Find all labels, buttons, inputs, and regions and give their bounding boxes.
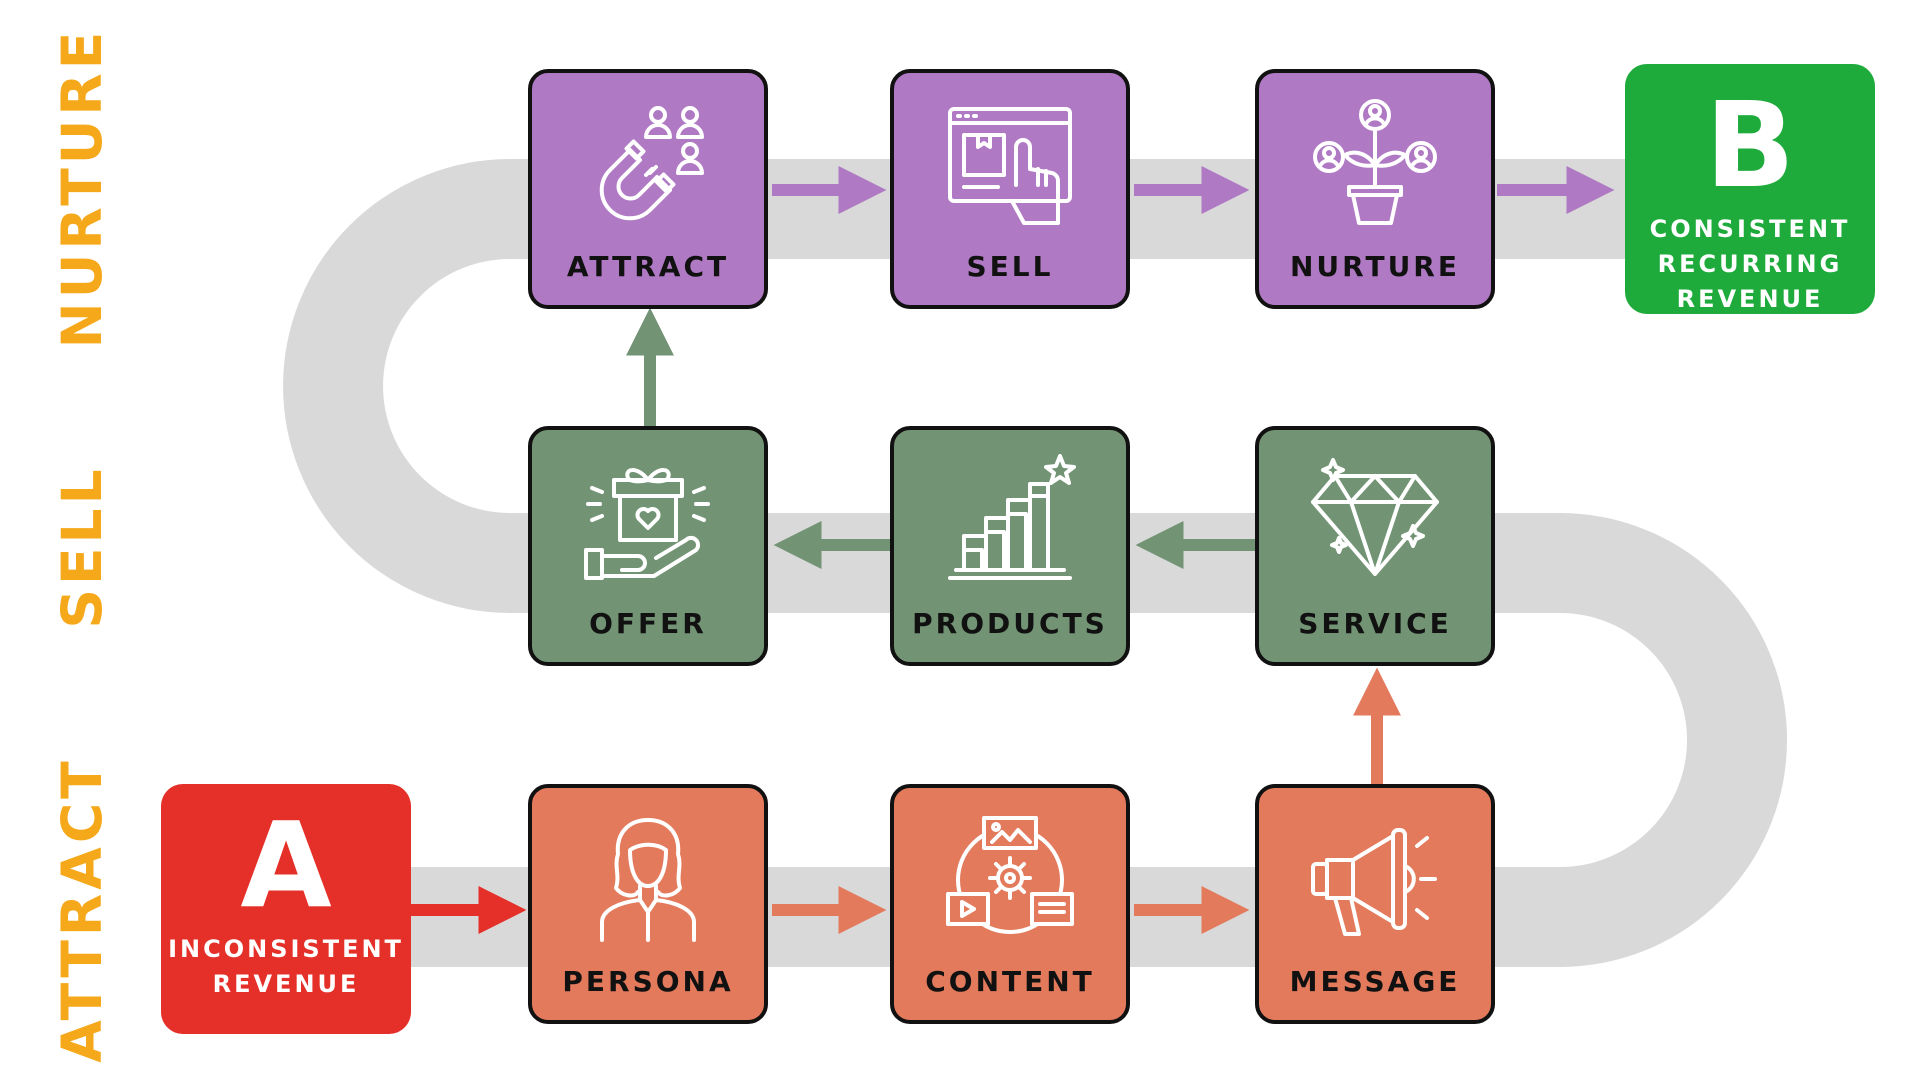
step-label: PRODUCTS [912,607,1108,640]
step-sell: SELL [890,69,1130,309]
magnet-people-icon [599,106,704,221]
step-label: SELL [966,250,1054,283]
step-offer: OFFER [528,426,768,666]
end-line-1: CONSISTENT [1649,215,1851,243]
side-label-sell: SELL [50,465,114,629]
step-persona: PERSONA [528,784,768,1024]
end-letter: B [1705,76,1795,214]
gift-hand-icon [584,468,710,580]
step-products: PRODUCTS [890,426,1130,666]
persona-icon [600,818,696,942]
step-content: CONTENT [890,784,1130,1024]
step-label: SERVICE [1298,607,1452,640]
start-box-a: A INCONSISTENT REVENUE [161,784,411,1034]
diamond-icon [1311,458,1439,576]
side-label-attract: ATTRACT [50,757,114,1063]
step-label: OFFER [589,607,707,640]
growth-steps-icon [948,454,1076,580]
step-label: PERSONA [562,965,734,998]
plant-people-icon [1313,99,1437,225]
end-box-b: B CONSISTENT RECURRING REVENUE [1625,64,1875,314]
end-line-2: RECURRING [1657,250,1843,278]
step-message: MESSAGE [1255,784,1495,1024]
step-label: MESSAGE [1289,965,1461,998]
step-label: NURTURE [1290,250,1460,283]
start-line-2: REVENUE [212,970,360,998]
side-label-nurture: NURTURE [50,27,114,349]
step-nurture: NURTURE [1255,69,1495,309]
megaphone-icon [1311,828,1437,936]
start-letter: A [240,796,332,934]
online-shop-icon [948,107,1072,225]
step-label: ATTRACT [566,250,730,283]
step-label: CONTENT [925,965,1095,998]
step-service: SERVICE [1255,426,1495,666]
end-line-3: REVENUE [1676,285,1824,313]
step-attract: ATTRACT [528,69,768,309]
start-line-1: INCONSISTENT [168,935,404,963]
content-gear-icon [946,816,1074,934]
